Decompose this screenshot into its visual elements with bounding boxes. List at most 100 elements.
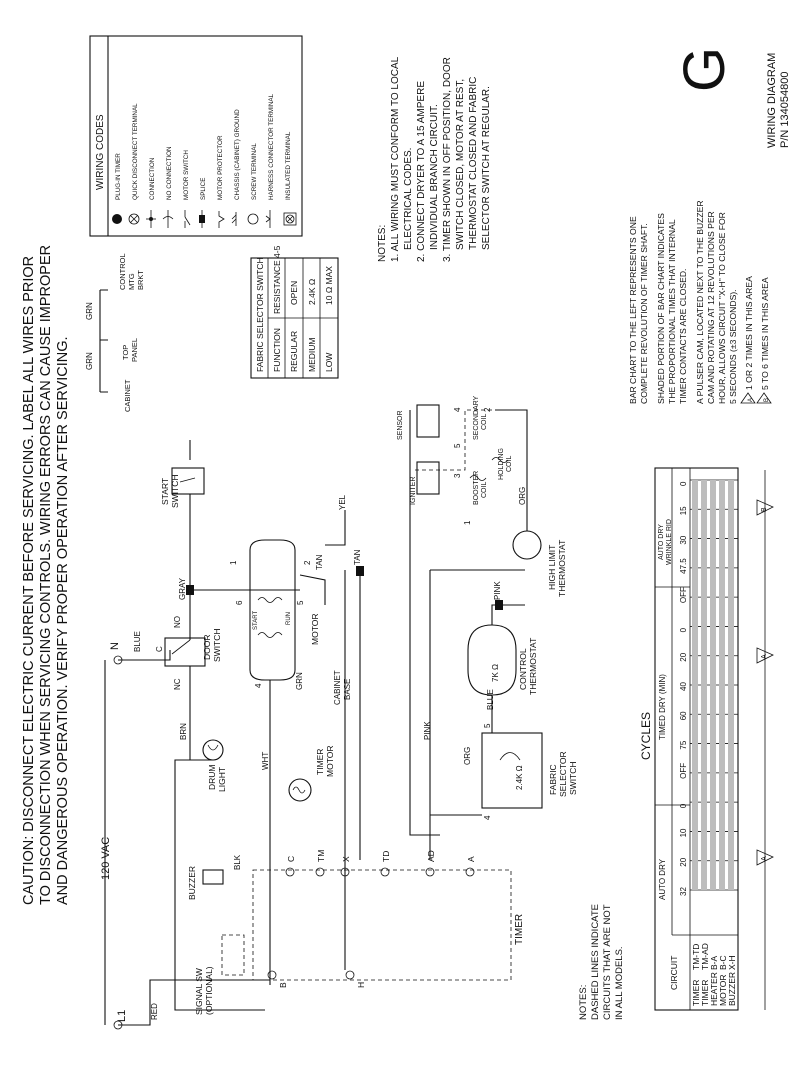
drum-light-label-2: LIGHT: [217, 767, 227, 792]
note-3-line-1: 3. TIMER SHOWN IN OFF POSITION, DOOR: [442, 57, 453, 262]
dashed-lines-note: NOTES: DASHED LINES INDICATE CIRCUITS TH…: [578, 904, 625, 1020]
grn-label-3: GRN: [295, 672, 304, 690]
vac-label: 120 VAC: [100, 837, 112, 880]
org-label-2: ORG: [518, 487, 527, 505]
burner-term-3: 3: [453, 473, 462, 478]
high-limit-label-2: THERMOSTAT: [557, 540, 567, 597]
top-panel-label: TOP: [121, 345, 130, 360]
code-motor-switch: MOTOR SWITCH: [183, 150, 190, 200]
timer-terminal-label: X: [341, 856, 351, 862]
bar-note-1-line-1: BAR CHART TO THE LEFT REPRESENTS ONE: [628, 216, 638, 404]
fabric-row-medium: MEDIUM: [307, 338, 317, 372]
tan-label-motor: TAN: [315, 554, 324, 570]
timer-terminal-label: C: [286, 856, 296, 862]
control-mtg-label-3: BRKT: [136, 270, 145, 290]
pink-label-1: PINK: [423, 721, 432, 740]
bar-note-3-line-4: 5 SECONDS (±3 SECONDS).: [728, 289, 738, 404]
marker-b: [756, 499, 774, 516]
marker-a-2-letter: A: [761, 856, 768, 861]
burner-assembly-box: [415, 409, 500, 471]
cycle-markers: B A A: [756, 470, 774, 1010]
cycles-bar: [719, 480, 725, 890]
row-buzzer-code: X-H: [727, 955, 737, 970]
row-heater: HEATER: [709, 972, 719, 1006]
cycles-tick-label: 10: [679, 828, 688, 837]
blue-label-fabric: BLUE: [486, 689, 495, 710]
cycles-tick-label: 0: [679, 627, 688, 632]
code-harness-connector: HARNESS CONNECTOR TERMINAL: [268, 93, 275, 200]
dashed-note-line-3: IN ALL MODELS.: [614, 946, 625, 1020]
fabric-row-medium-value: 2.4K Ω: [307, 279, 317, 305]
burner-term-5: 5: [453, 443, 462, 448]
row-timer-tm-ad: TIMER: [700, 980, 710, 1006]
note-3-line-4: SELECTOR SWITCH AT REGULAR.: [481, 86, 492, 250]
holding-coil-label: HOLDING: [498, 448, 505, 480]
caution-line-3: AND DANGEROUS OPERATION. VERIFY PROPER O…: [55, 336, 71, 905]
cycles-tick-label: 47.5: [679, 558, 688, 574]
grn-label-2: GRN: [85, 302, 94, 320]
timer-terminal-label: A: [466, 856, 476, 862]
code-splice: SPLICE: [200, 178, 207, 200]
igniter-label: IGNITER: [410, 477, 417, 505]
cycles-bar: [728, 480, 734, 890]
fabric-selector-label-2: SELECTOR: [558, 751, 568, 797]
dashed-note-line-1: DASHED LINES INDICATE: [590, 904, 601, 1020]
motor-housing: [249, 539, 296, 681]
timer-terminal-label: B: [278, 982, 288, 988]
door-switch-label: DOOR: [202, 635, 212, 661]
motor-term-4: 4: [254, 683, 263, 688]
control-thermostat-resistor: 7K Ω: [491, 664, 500, 682]
bar-note-2-line-2: THE PROPORTIONAL TIMES THAT INTERNAL: [667, 219, 677, 404]
start-switch: [171, 467, 205, 495]
part-number: P/N 134054800: [779, 72, 791, 148]
booster-coil-label: BOOSTER: [473, 471, 480, 505]
holding-coil-label-2: COIL: [506, 456, 513, 472]
yel-label: YEL: [338, 494, 347, 510]
burner-term-1: 1: [463, 520, 472, 525]
cycles-tick-label: 60: [679, 711, 688, 720]
cycles-tick-label: 15: [679, 506, 688, 515]
note-1-line-2: ELECTRICAL CODES.: [403, 148, 414, 250]
screw-terminal-symbol: [247, 213, 259, 225]
legend-b-marker: [756, 392, 772, 404]
no-connection-symbol: [162, 210, 174, 228]
legend-a-marker: [740, 392, 756, 404]
motor-term-2: 2: [303, 560, 312, 565]
note-1-line-1: 1. ALL WIRING MUST CONFORM TO LOCAL: [390, 56, 401, 262]
dashed-note-line-2: CIRCUITS THAT ARE NOT: [602, 904, 613, 1020]
blue-label-n: BLUE: [133, 631, 142, 652]
title-block: G WIRING DIAGRAM P/N 134054800: [672, 47, 791, 148]
control-mtg-label: CONTROL: [118, 253, 127, 290]
legend-a-letter: A: [748, 398, 754, 402]
cycles-tick-label: 20: [679, 652, 688, 661]
chassis-ground-symbol: [231, 212, 237, 226]
group-wrinkle-rid-2: WRINKLE RID: [666, 519, 673, 565]
motor-start-label: START: [253, 611, 259, 630]
notes-title: NOTES:: [377, 225, 388, 262]
door-switch-label-2: SWITCH: [212, 628, 222, 662]
c-label: C: [155, 646, 164, 652]
gray-label: GRAY: [178, 577, 187, 600]
fabric-resistor-value: 2.4K Ω: [515, 765, 524, 790]
start-switch-label-2: SWITCH: [170, 474, 180, 508]
fabric-row-low-value: 10 Ω MAX: [324, 266, 334, 305]
timer-terminal-t_tm: [315, 867, 325, 877]
wiring-codes-title: WIRING CODES: [95, 114, 106, 190]
group-wrinkle-rid-1: AUTO DRY: [658, 524, 665, 560]
timer-terminal-label: TD: [381, 851, 391, 862]
fabric-header-function: FUNCTION: [272, 328, 282, 372]
marker-a-1-letter: A: [761, 654, 768, 659]
cabinet-base-label: CABINET: [333, 670, 342, 705]
control-thermostat-label-2: THERMOSTAT: [528, 638, 538, 695]
motor-label: MOTOR: [310, 614, 320, 645]
fabric-row-regular-value: OPEN: [289, 281, 299, 305]
timer-terminal-t_c: [285, 867, 295, 877]
buzzer: [202, 869, 224, 885]
schematic: 120 VAC L1 N BLUE RED C NO NC DOOR SWITC…: [85, 253, 578, 1030]
fabric-term-4: 4: [483, 815, 492, 820]
fabric-term-5: 5: [483, 723, 492, 728]
buzzer-label: BUZZER: [187, 866, 197, 900]
fabric-selector-table: FABRIC SELECTOR SWITCH FUNCTION RESISTAN…: [250, 245, 339, 379]
insulated-terminal-symbol: [283, 212, 297, 226]
quick-disconnect-symbol: [128, 213, 140, 225]
